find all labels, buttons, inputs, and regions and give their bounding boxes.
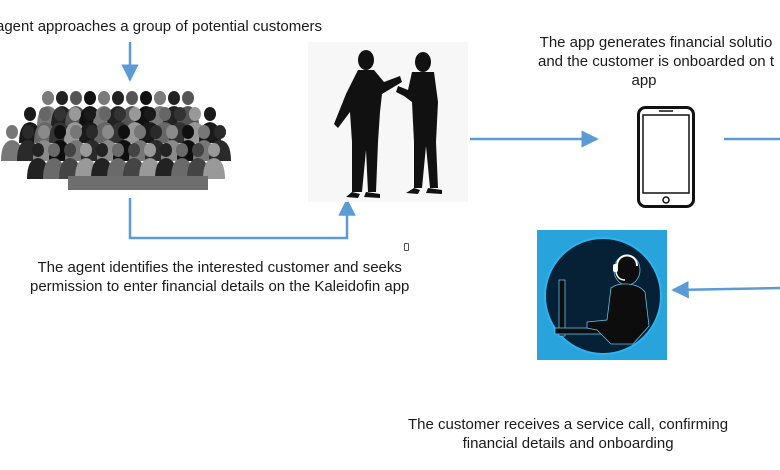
crowd-person-head xyxy=(48,143,60,157)
crowd-person-head xyxy=(6,125,18,139)
crowd-person-head xyxy=(174,107,186,121)
crowd-person-head xyxy=(32,143,44,157)
step-generate-line1: The app generates financial solutio xyxy=(539,34,773,51)
crowd-person-head xyxy=(84,91,96,105)
crowd-person-head xyxy=(112,143,124,157)
crowd-icon xyxy=(1,91,231,190)
call-center-agent-icon xyxy=(537,230,667,360)
crowd-person-head xyxy=(189,107,201,121)
crowd-person-head xyxy=(150,125,162,139)
crowd-person-head xyxy=(24,107,36,121)
step-identify-line2: permission to enter financial details on… xyxy=(30,278,410,295)
crowd-person-head xyxy=(128,143,140,157)
step-generate-line2: and the customer is onboarded on t xyxy=(538,53,774,70)
crowd-person-head xyxy=(182,125,194,139)
crowd-person-head xyxy=(99,107,111,121)
crowd-person-head xyxy=(182,91,194,105)
crowd-person-head xyxy=(140,91,152,105)
step-generate-label: The app generates financial solutio and … xyxy=(538,33,774,90)
crowd-person-head xyxy=(154,91,166,105)
crowd-person-head xyxy=(112,91,124,105)
crowd-person-head xyxy=(176,143,188,157)
crowd-person-head xyxy=(69,107,81,121)
crowd-person-head xyxy=(64,143,76,157)
crowd-person-head xyxy=(102,125,114,139)
crowd-person-head xyxy=(166,125,178,139)
crowd-person-head xyxy=(214,125,226,139)
crowd-person-head xyxy=(168,91,180,105)
crowd-person-head xyxy=(56,91,68,105)
crowd-person-head xyxy=(198,125,210,139)
crowd-person-head xyxy=(84,107,96,121)
crowd-person-head xyxy=(54,125,66,139)
text-cursor-icon xyxy=(404,243,409,251)
crowd-base xyxy=(68,176,208,190)
step-identify-label: The agent identifies the interested cust… xyxy=(30,258,409,296)
crowd-person-head xyxy=(98,91,110,105)
crowd-person-head xyxy=(144,107,156,121)
step-approach-label: agent approaches a group of potential cu… xyxy=(0,17,322,36)
crowd-person-head xyxy=(134,125,146,139)
crowd-person-head xyxy=(192,143,204,157)
step-service-label: The customer receives a service call, co… xyxy=(408,415,728,453)
crowd-person-head xyxy=(114,107,126,121)
step-generate-line3: app xyxy=(631,72,657,89)
crowd-person-head xyxy=(126,91,138,105)
step-identify-line1: The agent identifies the interested cust… xyxy=(37,259,402,276)
crowd-person-head xyxy=(204,107,216,121)
crowd-person-head xyxy=(159,107,171,121)
arrow-right-to-support xyxy=(671,280,780,299)
step-service-line2: financial details and onboarding xyxy=(462,435,674,452)
crowd-person-head xyxy=(86,125,98,139)
crowd-person-body xyxy=(203,158,225,179)
crowd-person-head xyxy=(22,125,34,139)
crowd-person-head xyxy=(160,143,172,157)
two-people-talking-icon xyxy=(308,42,468,202)
crowd-person-head xyxy=(70,125,82,139)
smartphone-icon xyxy=(637,106,695,208)
crowd-person-head xyxy=(54,107,66,121)
crowd-person-head xyxy=(39,107,51,121)
crowd-person-head xyxy=(38,125,50,139)
crowd-person-head xyxy=(118,125,130,139)
crowd-person-head xyxy=(42,91,54,105)
step-approach-text: agent approaches a group of potential cu… xyxy=(0,18,323,35)
crowd-person-head xyxy=(70,91,82,105)
step-service-line1: The customer receives a service call, co… xyxy=(408,416,729,433)
arrow-crowd-to-conversation xyxy=(128,198,356,240)
crowd-person-head xyxy=(129,107,141,121)
crowd-person-head xyxy=(144,143,156,157)
crowd-person-head xyxy=(80,143,92,157)
crowd-person-head xyxy=(96,143,108,157)
crowd-person-head xyxy=(208,143,220,157)
